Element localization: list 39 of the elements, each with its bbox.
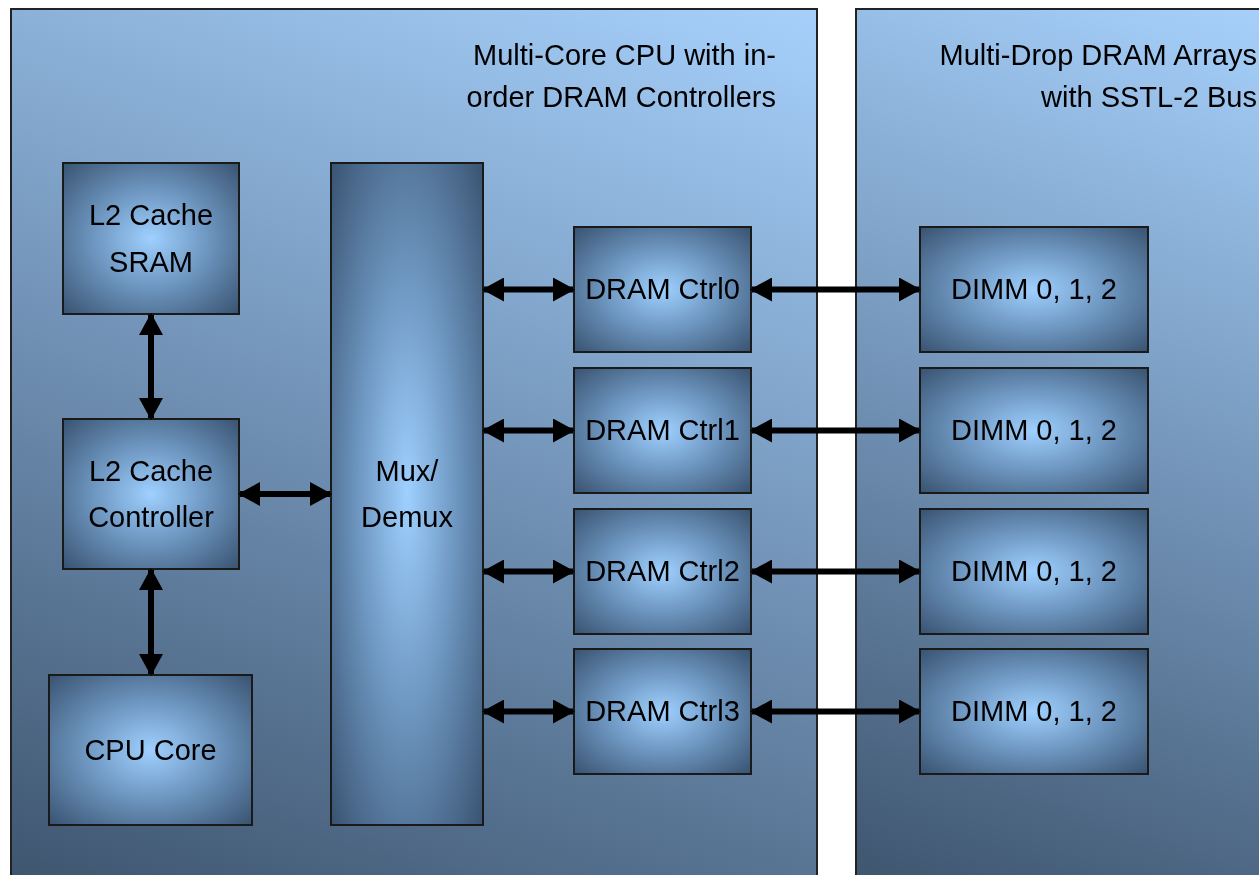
box-label: Mux/ Demux <box>360 453 454 535</box>
bidirectional-arrow <box>238 482 332 506</box>
bidirectional-arrow <box>750 277 921 302</box>
region-panel <box>10 8 818 875</box>
component-box <box>919 226 1149 353</box>
box-label: L2 Cache SRAM <box>87 198 215 280</box>
box-label: CPU Core <box>83 732 218 768</box>
box-label: DIMM 0, 1, 2 <box>950 554 1118 590</box>
box-label: L2 Cache Controller <box>87 453 215 535</box>
panel-title: Multi-Core CPU with in-order DRAM Controllers <box>465 38 776 116</box>
bidirectional-arrow <box>139 313 163 420</box>
component-box <box>573 508 752 635</box>
component-box <box>62 162 240 315</box>
bidirectional-arrow <box>750 418 921 443</box>
component-box <box>573 226 752 353</box>
bidirectional-arrow <box>482 418 575 443</box>
component-box <box>573 367 752 494</box>
component-box <box>330 162 484 826</box>
component-box <box>573 648 752 775</box>
box-label: DIMM 0, 1, 2 <box>950 413 1118 449</box>
region-panel <box>855 8 1259 875</box>
box-label: DRAM Ctrl1 <box>584 413 741 449</box>
bidirectional-arrow <box>482 699 575 724</box>
component-box <box>62 418 240 570</box>
bidirectional-arrow <box>482 277 575 302</box>
bidirectional-arrow <box>750 559 921 584</box>
component-box <box>919 648 1149 775</box>
box-label: DRAM Ctrl0 <box>584 272 741 308</box>
panel-title: Multi-Drop DRAM Arrays with SSTL-2 Bus <box>938 38 1257 116</box>
bidirectional-arrow <box>139 568 163 676</box>
bidirectional-arrow <box>482 559 575 584</box>
bidirectional-arrow <box>750 699 921 724</box>
box-label: DIMM 0, 1, 2 <box>950 694 1118 730</box>
component-box <box>48 674 253 826</box>
component-box <box>919 367 1149 494</box>
box-label: DRAM Ctrl3 <box>584 694 741 730</box>
box-label: DIMM 0, 1, 2 <box>950 272 1118 308</box>
component-box <box>919 508 1149 635</box>
box-label: DRAM Ctrl2 <box>584 554 741 590</box>
